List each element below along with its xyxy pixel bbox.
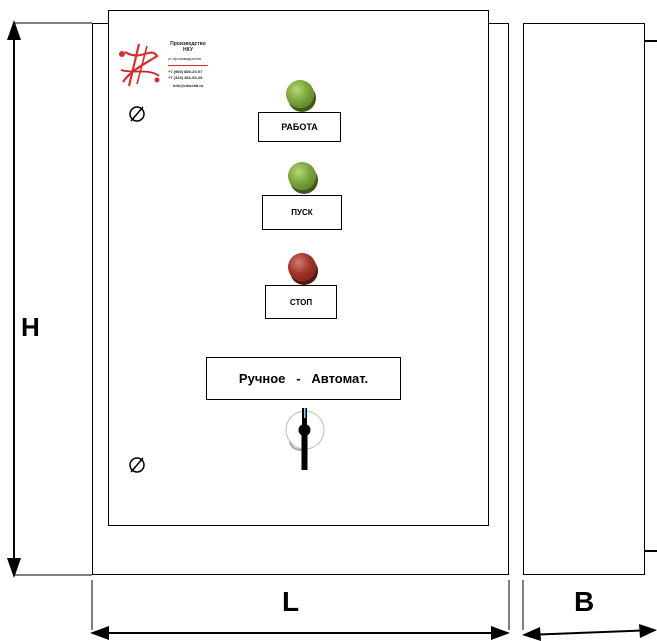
side-hinge-top (645, 40, 657, 42)
side-hinge-bottom (645, 550, 657, 552)
height-dimension-line (7, 20, 92, 578)
start-button[interactable] (288, 162, 316, 190)
height-label: H (21, 312, 40, 342)
length-label: L (282, 586, 300, 617)
mode-selector-switch[interactable] (280, 404, 330, 474)
length-dimension-line (90, 580, 510, 640)
work-indicator-lamp (286, 80, 314, 108)
logo-phone-1: +7 (980) 880-20-07 (168, 69, 203, 74)
logo-subtitle: от производителя (168, 56, 201, 61)
stop-label: СТОП (265, 285, 337, 319)
cabinet-side (523, 23, 645, 575)
work-label: РАБОТА (258, 112, 341, 142)
stop-button[interactable] (288, 253, 316, 281)
logo-phone-2: +7 (343) 382-54-29 (168, 75, 203, 80)
door-lock-icon-top (129, 106, 145, 122)
depth-label: B (574, 586, 595, 617)
logo-email: info@nkuekb.ru (173, 83, 204, 88)
door-lock-icon-bottom (129, 457, 145, 473)
start-label: ПУСК (262, 195, 342, 230)
mode-selector-label: Ручное - Автомат. (206, 357, 401, 400)
logo-title: Производство НКУ (170, 41, 206, 53)
depth-dimension-line (522, 580, 657, 641)
logo-divider (168, 65, 208, 66)
company-logo: Производство НКУ от производителя +7 (98… (113, 38, 213, 94)
logo-mark (119, 43, 160, 87)
